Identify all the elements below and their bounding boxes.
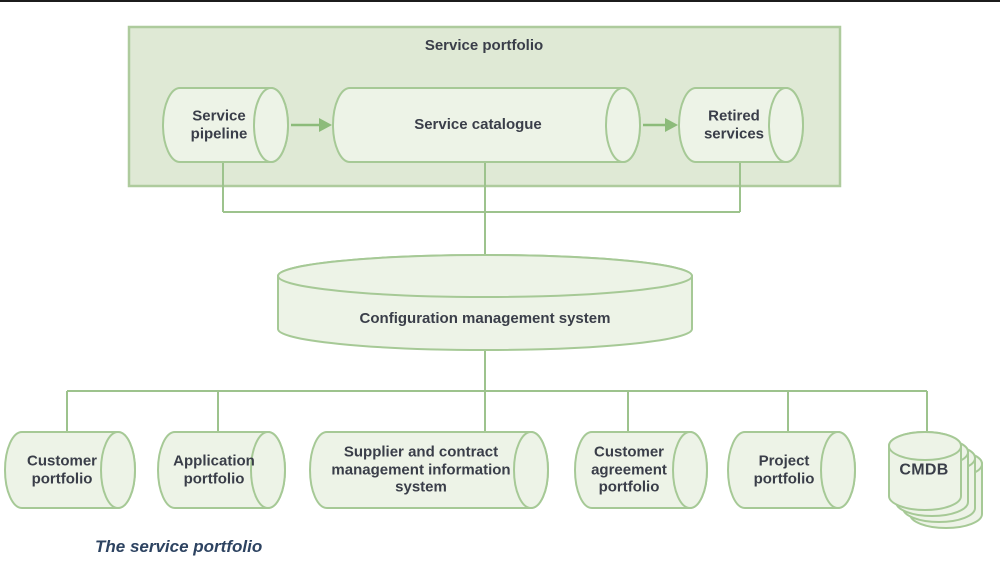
supplier-contract-system-label: Supplier and contract management informa… <box>331 443 511 496</box>
arrow-catalogue-to-retired <box>643 118 678 132</box>
connector-top-bus <box>222 162 741 257</box>
arrow-pipeline-to-catalogue <box>291 118 332 132</box>
cylinder-service-catalogue <box>332 87 641 163</box>
service-portfolio-title: Service portfolio <box>424 37 544 55</box>
retired-services-label: Retired services <box>703 107 765 142</box>
customer-agreement-portfolio-label: Customer agreement portfolio <box>591 443 667 496</box>
customer-portfolio-label: Customer portfolio <box>26 452 98 487</box>
cylinder-application-portfolio <box>157 431 286 509</box>
project-portfolio-label: Project portfolio <box>753 452 815 487</box>
cylinder-project-portfolio <box>727 431 856 509</box>
cylinder-customer-agreement-portfolio <box>574 431 708 509</box>
application-portfolio-label: Application portfolio <box>173 452 255 487</box>
service-catalogue-label: Service catalogue <box>414 116 542 134</box>
cylinder-service-pipeline <box>162 87 289 163</box>
page-top-rule <box>0 0 1000 2</box>
connector-bottom-bus <box>66 350 928 433</box>
cylinder-supplier-contract-system <box>309 431 549 509</box>
cylinder-customer-portfolio <box>4 431 136 509</box>
cms-label: Configuration management system <box>359 310 611 328</box>
cylinder-retired-services <box>678 87 804 163</box>
cmdb-label: CMDB <box>899 461 949 479</box>
service-pipeline-label: Service pipeline <box>190 107 248 142</box>
cylinder-cms <box>277 254 693 351</box>
figure-caption: The service portfolio <box>95 537 263 556</box>
